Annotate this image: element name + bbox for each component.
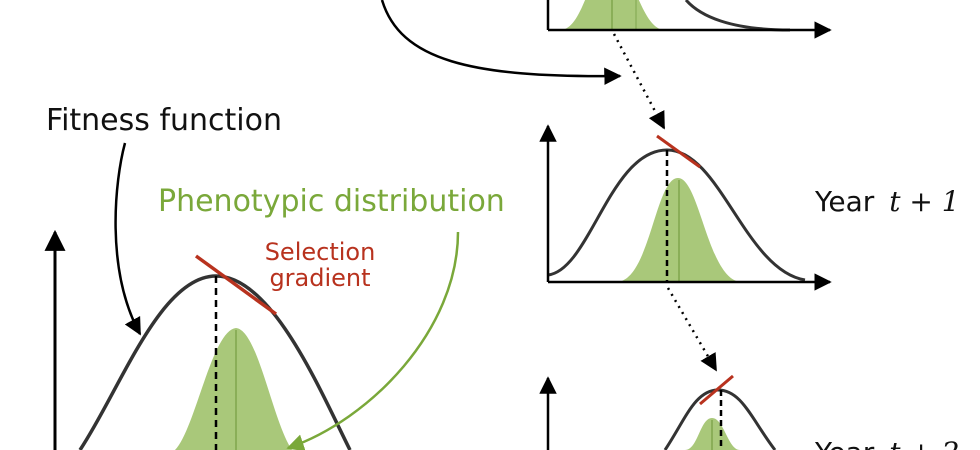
plot-year-t2 — [539, 374, 777, 450]
year-expression: t + 2 — [889, 436, 959, 450]
year-expression: t + 1 — [889, 185, 959, 218]
selection-gradient-label-line1: Selection — [265, 238, 376, 266]
plot-year-t1 — [539, 124, 832, 291]
fitness-function-label: Fitness function — [46, 103, 282, 138]
dotted-arrow-t-to-t1 — [612, 33, 666, 130]
selection-gradient-tangent — [699, 374, 734, 406]
fitness-function-pointer — [114, 142, 142, 336]
year-word: Year — [814, 436, 875, 450]
year-t2-label: Year t + 2 — [814, 436, 960, 450]
year-t1-label: Year t + 1 — [814, 185, 960, 218]
dotted-arrow-t1-to-t2 — [666, 287, 718, 372]
phenotypic-distribution-pointer — [286, 231, 460, 450]
selection-gradient-tangent — [194, 254, 278, 316]
plot-year-t — [546, 0, 832, 39]
curved-arrow-to-next-year — [380, 0, 622, 85]
plot-main — [44, 229, 352, 450]
selection-gradient-tangent — [656, 134, 701, 169]
phenotypic-distribution-label: Phenotypic distribution — [158, 184, 505, 219]
distribution-fill — [175, 328, 292, 450]
selection-gradient-label-line2: gradient — [269, 264, 370, 292]
fitness-curve — [684, 0, 791, 32]
year-word: Year — [814, 185, 875, 218]
